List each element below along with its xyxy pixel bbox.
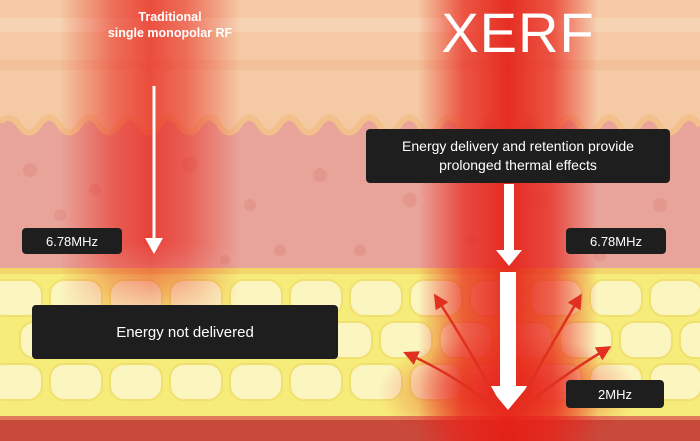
right-frequency-text: 6.78MHz (589, 233, 643, 249)
svg-text:XERF: XERF (441, 1, 594, 64)
arrow-down-icon (145, 86, 163, 254)
energy-retention-label: Energy delivery and retention provide pr… (366, 129, 670, 183)
low-frequency-label: 2MHz (566, 380, 664, 408)
low-frequency-text: 2MHz (598, 386, 632, 402)
traditional-rf-heading: Traditional single monopolar RF (60, 9, 280, 41)
energy-retention-text: Energy delivery and retention provide pr… (402, 138, 634, 173)
arrow-down-icon (488, 272, 528, 410)
left-frequency-label: 6.78MHz (22, 228, 122, 254)
energy-not-delivered-text: Energy not delivered (116, 323, 254, 341)
xerf-logo: XERF (441, 1, 594, 64)
heading-line-1: Traditional (138, 10, 202, 24)
right-frequency-label: 6.78MHz (566, 228, 666, 254)
radiating-arrows-icon (403, 293, 612, 411)
left-frequency-text: 6.78MHz (45, 233, 99, 249)
energy-not-delivered-label: Energy not delivered (32, 305, 338, 359)
heading-line-2: single monopolar RF (107, 26, 233, 40)
arrow-down-icon (496, 184, 522, 266)
left-heat-beam (60, 0, 240, 441)
